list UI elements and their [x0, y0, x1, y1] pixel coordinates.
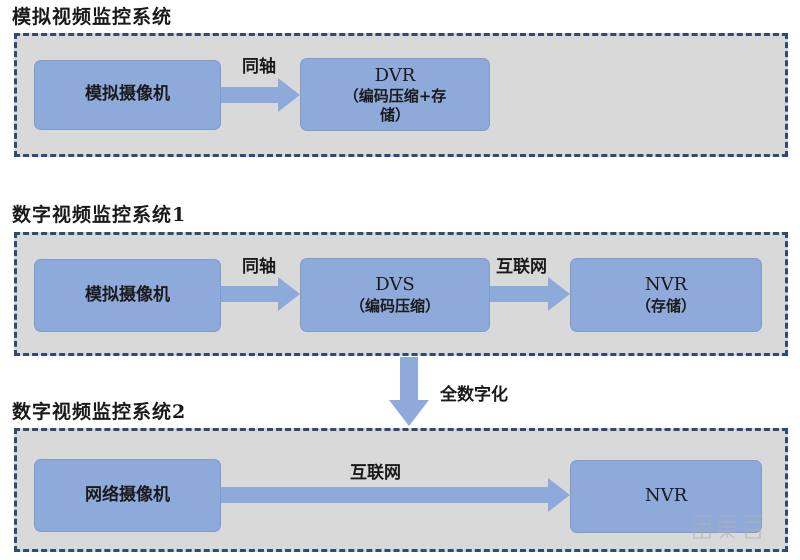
node-dvr: DVR （编码压缩+存 储）: [300, 58, 490, 131]
node-sublabel: （编码压缩+存: [343, 87, 447, 105]
node-label: DVR: [374, 64, 416, 86]
node-sublabel: （编码压缩）: [349, 296, 440, 315]
node-label: NVR: [644, 485, 688, 507]
node-analog-camera: 模拟摄像机: [34, 259, 221, 332]
edge-label-digitization: 全数字化: [440, 385, 508, 405]
edge-label-internet: 互联网: [496, 257, 547, 277]
node-label: 网络摄像机: [85, 484, 170, 505]
edge-label-internet: 互联网: [350, 463, 401, 483]
arrow-right: [221, 478, 570, 512]
node-label: 模拟摄像机: [85, 84, 170, 105]
arrow-down: [389, 357, 429, 426]
section-title-analog: 模拟视频监控系统: [12, 6, 173, 28]
node-label: 模拟摄像机: [85, 284, 170, 305]
node-label: DVS: [375, 274, 415, 296]
section-title-digital-1: 数字视频监控系统1: [12, 204, 187, 226]
node-ip-camera: 网络摄像机: [34, 459, 221, 532]
node-dvs: DVS （编码压缩）: [300, 258, 490, 332]
node-nvr: NVR: [570, 460, 762, 533]
node-sublabel: （存储）: [635, 296, 696, 315]
edge-label-coax: 同轴: [242, 257, 276, 277]
node-nvr: NVR （存储）: [570, 258, 762, 332]
arrow-right: [490, 277, 570, 311]
arrow-right: [221, 277, 300, 311]
watermark-logo: [690, 512, 766, 546]
arrow-right: [221, 78, 300, 112]
edge-label-coax: 同轴: [242, 57, 276, 77]
section-title-digital-2: 数字视频监控系统2: [12, 401, 187, 423]
node-label: NVR: [644, 274, 688, 296]
node-sublabel: 储）: [379, 105, 410, 124]
node-analog-camera: 模拟摄像机: [34, 60, 221, 130]
